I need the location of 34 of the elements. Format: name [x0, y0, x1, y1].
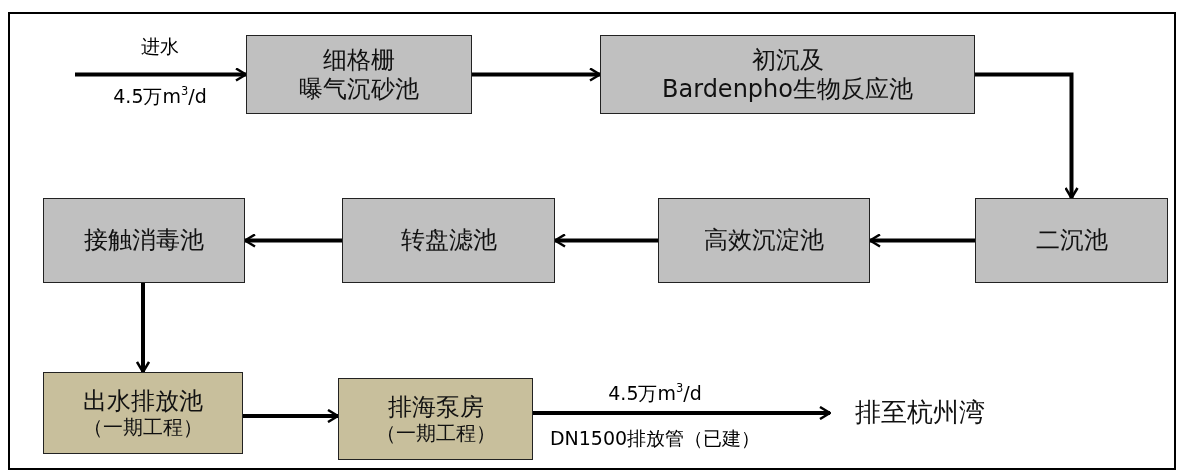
- process-box: [342, 198, 555, 283]
- flow-note: DN1500排放管（已建）: [549, 428, 761, 449]
- process-label: 二沉池: [1035, 226, 1108, 255]
- process-box: [43, 198, 245, 283]
- process-box: [338, 378, 533, 460]
- process-label: 出水排放池: [83, 386, 203, 416]
- process-label: 转盘滤池: [400, 226, 497, 255]
- process-box: [43, 372, 243, 454]
- edge-label: 4.5万m$^{3}$/d: [608, 383, 702, 404]
- arrow: [472, 67, 602, 82]
- process-label: 排海泵房: [387, 392, 484, 422]
- arrow: [533, 405, 832, 421]
- process-label: 曝气沉砂池: [299, 74, 419, 104]
- process-label: （一期工程）: [375, 421, 496, 446]
- process-label: Bardenpho生物反应池: [662, 74, 913, 104]
- process-label: 初沉及: [751, 45, 824, 75]
- arrow: [868, 233, 975, 248]
- arrow: [553, 233, 658, 248]
- process-box: [658, 198, 870, 283]
- process-label: （一期工程）: [83, 415, 203, 440]
- edge-label: 进水: [141, 36, 179, 57]
- process-box: [600, 35, 975, 114]
- arrow: [243, 233, 342, 248]
- arrow: [75, 67, 248, 82]
- process-label: 细格栅: [323, 45, 395, 75]
- arrow: [975, 72, 1079, 200]
- process-label: 高效沉淀池: [704, 226, 824, 255]
- outlet-text: 排至杭州湾: [830, 393, 1010, 433]
- process-box: [246, 35, 472, 114]
- process-label: 接触消毒池: [84, 226, 204, 255]
- process-box: [975, 198, 1168, 283]
- arrow: [243, 408, 340, 424]
- arrow: [135, 283, 151, 374]
- flow-note: 4.5万m$^{3}$/d: [113, 86, 207, 107]
